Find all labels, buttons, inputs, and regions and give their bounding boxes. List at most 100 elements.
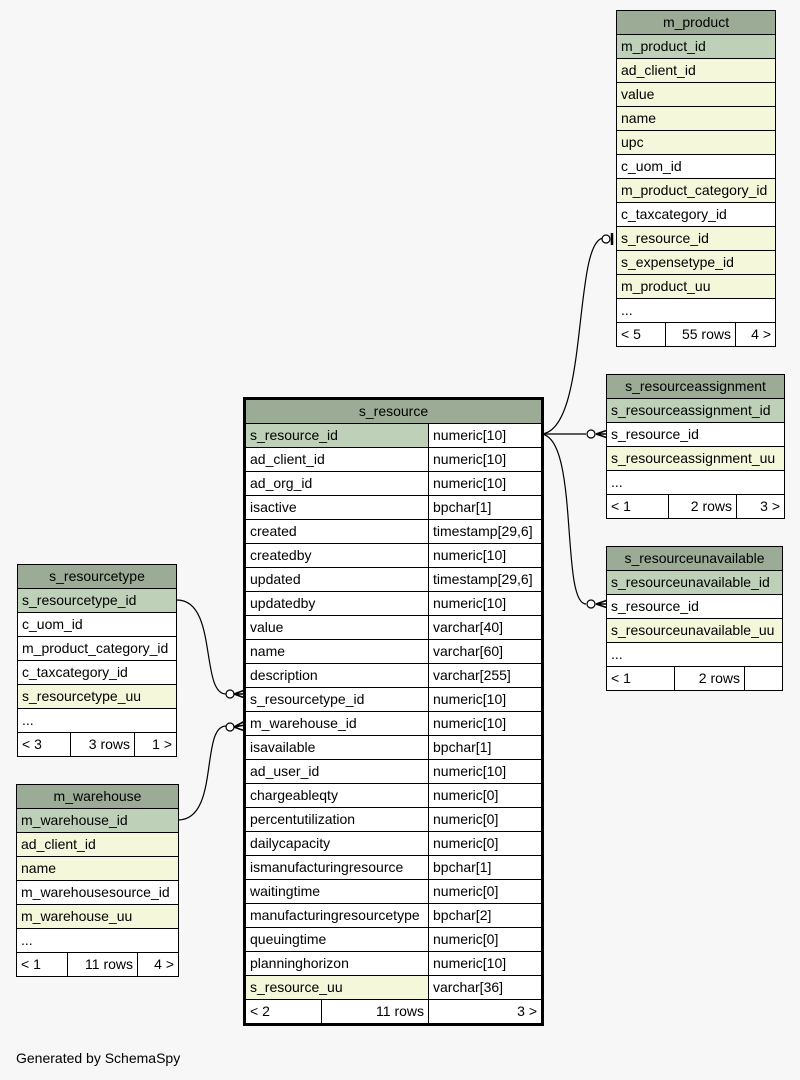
column-name[interactable]: value [244,615,429,640]
column-name[interactable]: m_product_uu [615,274,777,299]
column-name[interactable]: ... [615,298,777,323]
column-name[interactable]: s_resourcetype_id [244,687,429,712]
column-name[interactable]: ad_client_id [244,447,429,472]
column-name[interactable]: planninghorizon [244,951,429,976]
column-name[interactable]: upc [615,130,777,155]
column-name[interactable]: c_uom_id [615,154,777,179]
column-name[interactable]: isactive [244,495,429,520]
column-name[interactable]: s_resourcetype_id [16,588,178,613]
column-name[interactable]: s_resource_id [244,423,429,448]
column-name[interactable]: ismanufacturingresource [244,855,429,880]
column-name[interactable]: s_resource_id [605,422,786,447]
column-name[interactable]: ad_org_id [244,471,429,496]
table-title[interactable]: m_product [615,10,777,35]
column-name[interactable]: created [244,519,429,544]
column-name[interactable]: s_resource_uu [244,975,429,1000]
table-title[interactable]: m_warehouse [15,784,180,809]
table-title[interactable]: s_resourceassignment [605,374,786,399]
column-name[interactable]: c_taxcategory_id [16,660,178,685]
parents-link[interactable]: < 2 [244,999,322,1025]
children-link[interactable]: 4 > [734,322,777,347]
column-name[interactable]: s_resource_id [615,226,777,251]
table-title[interactable]: s_resource [243,398,544,424]
parents-link[interactable]: < 5 [616,322,666,347]
column-name[interactable]: waitingtime [244,879,429,904]
column-name[interactable]: s_resourceunavailable_id [606,570,783,595]
table-s-resourceunavailable[interactable]: s_resourceunavailable s_resourceunavaila… [606,546,783,691]
column-name[interactable]: chargeableqty [244,783,429,808]
parents-link[interactable]: < 1 [16,952,68,977]
table-s-resourcetype[interactable]: s_resourcetype s_resourcetype_id c_uom_i… [16,564,178,757]
column-name[interactable]: name [615,106,777,131]
column-name[interactable]: updated [244,567,429,592]
column-name[interactable]: ... [605,470,786,495]
column-name[interactable]: m_warehouse_id [15,808,180,833]
column-name[interactable]: queuingtime [244,927,429,952]
children-link[interactable]: 1 > [133,732,178,757]
parents-link[interactable]: < 3 [17,732,71,757]
column-name[interactable]: dailycapacity [244,831,429,856]
column-name[interactable]: c_taxcategory_id [615,202,777,227]
column-name[interactable]: s_expensetype_id [615,250,777,275]
column-name[interactable]: m_product_category_id [16,636,178,661]
column-name[interactable]: manufacturingresourcetype [244,903,429,928]
column-name[interactable]: ad_client_id [15,832,180,857]
column-name[interactable]: ... [15,928,180,953]
column-name[interactable]: m_warehouse_id [244,711,429,736]
column-name[interactable]: m_product_id [615,34,777,59]
children-link[interactable]: 4 > [136,952,180,977]
column-name[interactable]: isavailable [244,735,429,760]
column-name[interactable]: s_resourcetype_uu [16,684,178,709]
table-m-warehouse[interactable]: m_warehouse m_warehouse_id ad_client_id … [15,784,180,977]
column-name[interactable]: updatedby [244,591,429,616]
column-name[interactable]: s_resourceunavailable_uu [606,618,783,643]
column-name[interactable]: value [615,82,777,107]
column-name[interactable]: m_warehousesource_id [15,880,180,905]
column-name[interactable]: description [244,663,429,688]
column-name[interactable]: createdby [244,543,429,568]
table-title[interactable]: s_resourcetype [16,564,178,589]
column-name[interactable]: m_product_category_id [615,178,777,203]
children-link[interactable]: 3 > [427,999,544,1025]
column-name[interactable]: ... [606,642,783,667]
table-s-resourceassignment[interactable]: s_resourceassignment s_resourceassignmen… [605,374,786,519]
children-link[interactable] [744,666,783,691]
column-name[interactable]: ad_user_id [244,759,429,784]
column-name[interactable]: s_resourceassignment_uu [605,446,786,471]
column-name[interactable]: m_warehouse_uu [15,904,180,929]
column-name[interactable]: s_resource_id [606,594,783,619]
column-name[interactable]: name [15,856,180,881]
parents-link[interactable]: < 1 [606,666,675,691]
column-name[interactable]: s_resourceassignment_id [605,398,786,423]
column-name[interactable]: c_uom_id [16,612,178,637]
column-name[interactable]: ad_client_id [615,58,777,83]
column-name[interactable]: name [244,639,429,664]
column-name[interactable]: percentutilization [244,807,429,832]
column-name[interactable]: ... [16,708,178,733]
children-link[interactable]: 3 > [735,494,786,519]
table-m-product[interactable]: m_product m_product_id ad_client_id valu… [615,10,777,347]
